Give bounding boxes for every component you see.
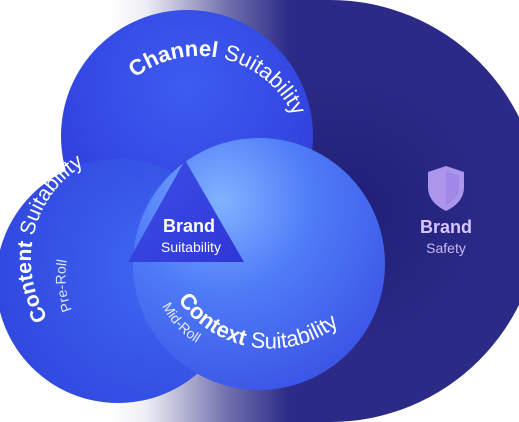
safety-title: Brand [420, 217, 472, 237]
center-triangle [128, 160, 244, 262]
shield-icon [428, 166, 464, 211]
safety-subtitle: Safety [426, 240, 466, 256]
center-subtitle: Suitability [161, 239, 221, 255]
center-title: Brand [163, 216, 215, 236]
